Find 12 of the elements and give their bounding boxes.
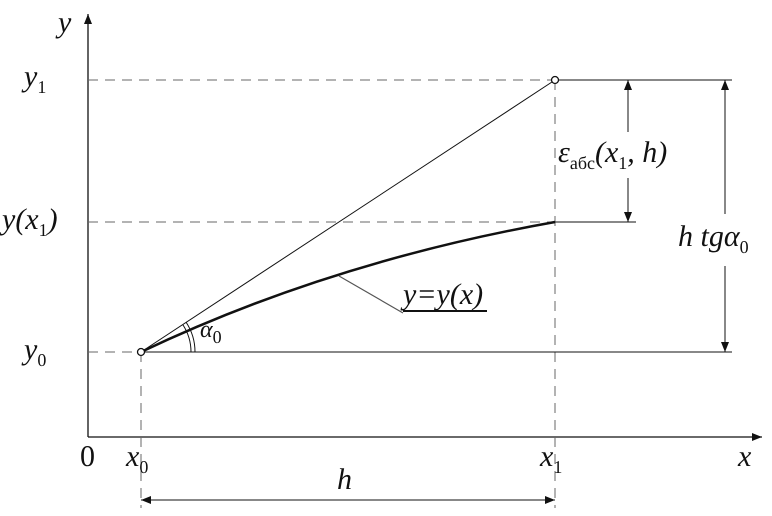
origin-label: 0 bbox=[80, 442, 95, 472]
angle-label: α$_{0}$ bbox=[200, 318, 222, 346]
dimension-label: h tgα$_{0}$ bbox=[678, 222, 749, 256]
value-label: y$_{0}$ bbox=[24, 335, 46, 369]
axis-label: x bbox=[738, 442, 752, 472]
dimension-label: h bbox=[337, 465, 352, 495]
value-label: x$_{1}$ bbox=[540, 442, 562, 476]
leader-line bbox=[338, 275, 404, 314]
axis-label: y bbox=[58, 8, 72, 38]
value-label: y$_{1}$ bbox=[24, 62, 46, 96]
value-label: x$_{0}$ bbox=[126, 442, 148, 476]
dimension-label: ε$_{абс}$(x$_{1}$, h) bbox=[558, 138, 668, 172]
